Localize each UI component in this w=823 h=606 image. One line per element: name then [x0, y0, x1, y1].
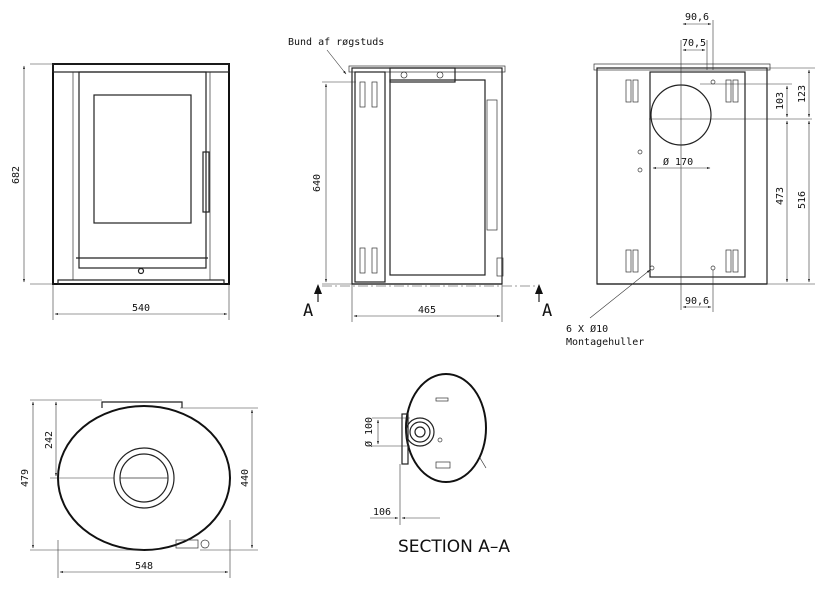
- holes-sublabel: Montagehuller: [566, 337, 644, 348]
- rear-diameter-dimension: Ø 170: [652, 156, 711, 170]
- rear-top-dimensions: 90,6 70,5: [682, 12, 714, 70]
- rear-right-dimensions: 103 123 473 516: [700, 67, 815, 285]
- mounting-holes-callout: 6 X Ø10 Montagehuller: [566, 269, 651, 348]
- rear-top-dim-1: 90,6: [685, 12, 709, 23]
- top-offset-label: 242: [44, 431, 55, 449]
- rear-dim-516: 516: [797, 191, 808, 209]
- top-depth-dimensions: 479 242 440: [20, 399, 258, 551]
- rear-bottom-dimension: 90,6: [682, 270, 714, 312]
- side-view: [348, 65, 506, 285]
- section-offset-label: 106: [373, 507, 391, 518]
- section-diameter-dimension: Ø 100: [363, 417, 410, 447]
- rear-dim-473: 473: [775, 187, 786, 205]
- section-marker-right: A: [535, 284, 552, 321]
- top-depth-label: 479: [20, 469, 31, 487]
- front-height-label: 682: [11, 166, 22, 184]
- front-width-label: 540: [132, 303, 150, 314]
- top-view: [57, 401, 231, 551]
- top-width-dimension: 548: [57, 520, 231, 578]
- section-marker-left-label: A: [303, 301, 313, 321]
- side-height-dimension: 640: [312, 81, 356, 285]
- rear-bottom-dim: 90,6: [685, 296, 709, 307]
- rear-top-dim-2: 70,5: [682, 38, 706, 49]
- section-marker-left: A: [303, 284, 322, 321]
- side-width-label: 465: [418, 305, 436, 316]
- side-note: Bund af røgstuds: [288, 37, 384, 75]
- front-width-dimension: 540: [52, 284, 230, 320]
- top-depth-inner-label: 440: [240, 469, 251, 487]
- section-marker-right-label: A: [542, 301, 552, 321]
- section-diameter-label: Ø 100: [363, 417, 375, 447]
- side-height-label: 640: [312, 174, 323, 192]
- smoke-outlet-note: Bund af røgstuds: [288, 37, 384, 48]
- rear-dim-123: 123: [797, 85, 808, 103]
- section-view: [401, 373, 487, 483]
- section-offset-dimension: 106: [370, 464, 440, 525]
- side-width-dimension: 465: [351, 284, 503, 322]
- front-height-dimension: 682: [11, 63, 53, 285]
- rear-view: [593, 40, 812, 310]
- rear-diameter-label: Ø 170: [663, 156, 693, 168]
- top-width-label: 548: [135, 561, 153, 572]
- rear-dim-103: 103: [775, 92, 786, 110]
- holes-label: 6 X Ø10: [566, 323, 608, 335]
- section-title: SECTION A–A: [398, 537, 510, 557]
- front-view: [52, 63, 230, 285]
